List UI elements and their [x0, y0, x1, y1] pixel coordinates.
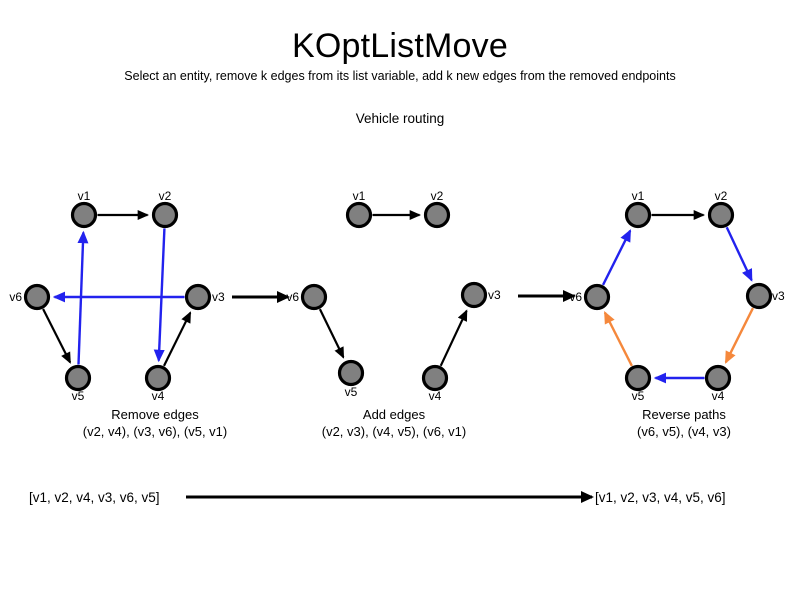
panel-caption-remove: Remove edges (v2, v4), (v3, v6), (v5, v1… — [25, 406, 285, 440]
node-reverse-v4[interactable]: v4 — [704, 364, 732, 404]
node-remove-v6[interactable]: v6 — [9, 283, 51, 311]
node-circle[interactable] — [423, 201, 451, 229]
panel-caption-detail: (v6, v5), (v4, v3) — [637, 424, 731, 439]
node-remove-v3[interactable]: v3 — [184, 283, 226, 311]
node-circle[interactable] — [624, 364, 652, 392]
node-reverse-v3[interactable]: v3 — [745, 282, 786, 310]
node-label: v1 — [632, 189, 645, 203]
node-label: v6 — [569, 290, 582, 304]
edge-reverse-v6-v1 — [601, 229, 632, 286]
node-reverse-v2[interactable]: v2 — [707, 189, 735, 229]
node-circle[interactable] — [704, 364, 732, 392]
node-circle[interactable] — [460, 281, 488, 309]
node-circle[interactable] — [300, 283, 328, 311]
node-circle[interactable] — [151, 201, 179, 229]
page-subtitle: Select an entity, remove k edges from it… — [124, 69, 676, 83]
node-remove-v1[interactable]: v1 — [70, 189, 98, 229]
panel-caption-title: Remove edges — [111, 407, 199, 422]
nodes-layer: v1 v2 v3 v4 v5 v6 v1 v2 v3 v4 v5 v6 v1 v2 v3 v4 v5 v6 — [9, 189, 785, 403]
node-reverse-v5[interactable]: v5 — [624, 364, 652, 404]
node-add-v5[interactable]: v5 — [337, 359, 365, 400]
node-reverse-v1[interactable]: v1 — [624, 189, 652, 229]
edge-reverse-v5-v6 — [603, 311, 633, 367]
node-circle[interactable] — [345, 201, 373, 229]
panel-caption-detail: (v2, v3), (v4, v5), (v6, v1) — [321, 424, 467, 439]
node-circle[interactable] — [70, 201, 98, 229]
node-label: v1 — [353, 189, 366, 203]
node-remove-v4[interactable]: v4 — [144, 364, 172, 404]
list-before-text: [v1, v2, v4, v3, v6, v5] — [29, 490, 160, 505]
edge-remove-v6-v5 — [42, 308, 72, 364]
node-label: v5 — [632, 389, 645, 403]
node-label: v2 — [159, 189, 172, 203]
node-label: v3 — [488, 288, 501, 302]
panel-caption-add: Add edges (v2, v3), (v4, v5), (v6, v1) — [264, 406, 524, 440]
node-circle[interactable] — [707, 201, 735, 229]
node-label: v6 — [286, 290, 299, 304]
node-circle[interactable] — [421, 364, 449, 392]
node-label: v3 — [772, 289, 785, 303]
node-label: v5 — [72, 389, 85, 403]
node-circle[interactable] — [64, 364, 92, 392]
node-add-v2[interactable]: v2 — [423, 189, 451, 229]
panel-caption-detail: (v2, v4), (v3, v6), (v5, v1) — [82, 424, 228, 439]
domain-label: Vehicle routing — [355, 111, 445, 126]
edge-add-v4-v3 — [439, 309, 468, 367]
edges-layer — [42, 209, 755, 384]
edge-remove-v5-v1 — [77, 230, 89, 365]
node-add-v6[interactable]: v6 — [286, 283, 328, 311]
panel-caption-title: Add edges — [362, 407, 426, 422]
node-circle[interactable] — [184, 283, 212, 311]
node-label: v3 — [212, 290, 225, 304]
edge-reverse-v2-v3 — [725, 226, 753, 282]
edge-add-v6-v5 — [318, 308, 345, 359]
node-label: v6 — [9, 290, 22, 304]
node-remove-v5[interactable]: v5 — [64, 364, 92, 404]
panel-caption-reverse: Reverse paths (v6, v5), (v4, v3) — [554, 406, 800, 440]
node-label: v4 — [152, 389, 165, 403]
node-label: v1 — [78, 189, 91, 203]
node-label: v5 — [345, 385, 358, 399]
node-circle[interactable] — [745, 282, 773, 310]
node-circle[interactable] — [583, 283, 611, 311]
node-label: v2 — [431, 189, 444, 203]
node-label: v2 — [715, 189, 728, 203]
node-circle[interactable] — [144, 364, 172, 392]
edge-remove-v2-v4 — [153, 228, 166, 363]
page-title: KOptListMove — [292, 27, 508, 65]
panel-caption-title: Reverse paths — [642, 407, 726, 422]
node-add-v1[interactable]: v1 — [345, 189, 373, 229]
node-circle[interactable] — [337, 359, 365, 387]
list-after-text: [v1, v2, v3, v4, v5, v6] — [595, 490, 726, 505]
node-label: v4 — [429, 389, 442, 403]
node-remove-v2[interactable]: v2 — [151, 189, 179, 229]
node-circle[interactable] — [23, 283, 51, 311]
node-add-v3[interactable]: v3 — [460, 281, 502, 309]
edge-reverse-v3-v4 — [724, 307, 755, 364]
node-label: v4 — [712, 389, 725, 403]
node-reverse-v6[interactable]: v6 — [569, 283, 611, 311]
node-add-v4[interactable]: v4 — [421, 364, 449, 404]
edge-remove-v4-v3 — [162, 311, 192, 367]
node-circle[interactable] — [624, 201, 652, 229]
flow-arrows-layer — [232, 289, 577, 304]
